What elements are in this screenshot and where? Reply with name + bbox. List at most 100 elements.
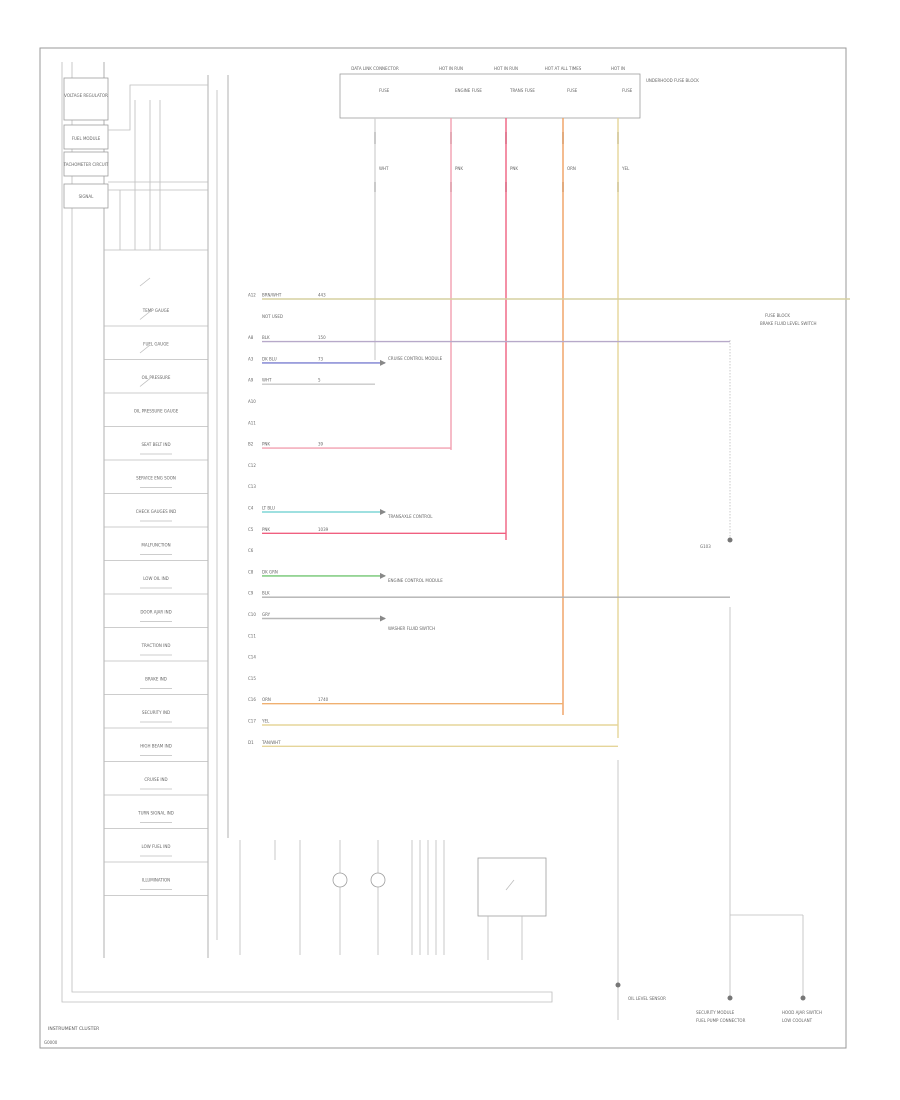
fuse-wire-color-4: YEL (621, 166, 630, 171)
wire-arrow-13 (380, 572, 386, 579)
fuse-header-1: HOT IN RUN (439, 66, 463, 71)
wire-pin-3: A3 (248, 356, 254, 361)
cluster-box-4 (63, 183, 109, 209)
cluster-row-label-0: TEMP GAUGE (142, 308, 170, 313)
ground-point-upper (727, 537, 733, 543)
cluster-box-3 (63, 151, 109, 177)
cluster-boxes: VOLTAGE REGULATOR FUEL MODULE TACHOMETER… (63, 77, 109, 209)
cluster-row-label-17: ILLUMINATION (142, 878, 170, 883)
cluster-box-2-label: FUEL MODULE (72, 136, 101, 141)
wire-color-4: WHT (262, 378, 272, 383)
wire-color-13: DK GRN (262, 569, 278, 574)
wire-pin-18: C15 (248, 676, 256, 681)
splice-right (727, 995, 733, 1001)
dest-fuel-pump: FUEL PUMP CONNECTOR (696, 1018, 746, 1023)
chime-switch-glyph (505, 879, 515, 891)
wire-pin-17: C14 (248, 655, 256, 660)
dest-washer: WASHER FLUID SWITCH (388, 626, 435, 631)
wire-color-1: NOT USED (262, 314, 283, 319)
wire-pin-9: C13 (248, 484, 256, 489)
cluster-row-label-8: LOW OIL IND (143, 576, 169, 581)
cluster-row-label-13: HIGH BEAM IND (140, 744, 172, 749)
wire-circuit-7: 39 (318, 442, 324, 447)
fuse-wire-color-3: ORN (567, 166, 576, 171)
cluster-box-2 (63, 124, 109, 150)
wire-color-2: BLK (262, 335, 270, 340)
fuse-wire-color-2: PNK (510, 166, 518, 171)
fuse-pin-3: FUSE (567, 88, 578, 93)
wire-color-10: LT BLU (262, 506, 275, 511)
fuse-header-2: HOT IN RUN (494, 66, 518, 71)
dest-ground-top: G103 (700, 544, 711, 549)
cluster-switch-1 (139, 311, 151, 320)
fuse-pin-2: TRANS FUSE (509, 88, 535, 93)
cluster-bottom-components (239, 840, 547, 960)
footer-label: INSTRUMENT CLUSTER (48, 1026, 99, 1032)
wire-color-19: ORN (262, 697, 271, 702)
wire-arrow-15 (380, 615, 386, 622)
wire-circuit-3: 73 (318, 356, 324, 361)
wire-pin-20: C17 (248, 719, 256, 724)
wire-pin-16: C11 (248, 633, 256, 638)
wire-pin-13: C8 (248, 569, 254, 574)
fuse-block-side-label: UNDERHOOD FUSE BLOCK (646, 78, 699, 83)
wire-circuit-0: 443 (318, 293, 326, 298)
fuse-header-0: DATA LINK CONNECTOR (351, 66, 399, 71)
bottom-lamp-2 (370, 872, 386, 888)
cluster-outline (61, 62, 553, 1003)
cluster-row-label-7: MALFUNCTION (141, 543, 170, 548)
fuse-wire-color-1: PNK (455, 166, 463, 171)
chime-module-legs (487, 916, 523, 960)
fuse-header-4: HOT IN (611, 66, 625, 71)
cluster-row-label-3: OIL PRESSURE GAUGE (134, 409, 179, 414)
cluster-switch-3 (139, 378, 151, 387)
cluster-row-label-6: CHECK GAUGES IND (136, 509, 176, 514)
dest-oil-sensor: OIL LEVEL SENSOR (628, 996, 666, 1001)
wire-pin-12: C6 (248, 548, 254, 553)
cluster-row-label-10: TRACTION IND (141, 643, 171, 648)
cluster-row-label-14: CRUISE IND (144, 777, 167, 782)
wire-color-21: TAN/WHT (261, 740, 281, 745)
wire-pin-0: A12 (248, 293, 256, 298)
wire-circuit-19: 1740 (318, 697, 329, 702)
cluster-row-label-16: LOW FUEL IND (142, 844, 171, 849)
splice-module (800, 995, 806, 1001)
dest-brake-switch: BRAKE FLUID LEVEL SWITCH (760, 321, 817, 326)
wire-color-7: PNK (262, 442, 270, 447)
wire-color-3: DK BLU (262, 356, 277, 361)
wire-arrow-10 (380, 509, 386, 515)
cluster-rows: TEMP GAUGE FUEL GAUGE OIL PRESSURE OIL PRES… (104, 277, 208, 896)
wire-color-0: BRN/WHT (262, 293, 282, 298)
cluster-box-1 (63, 77, 109, 121)
cluster-switch-0 (139, 277, 151, 287)
wire-pin-11: C5 (248, 527, 254, 532)
cluster-row-label-2: OIL PRESSURE (142, 375, 171, 380)
bottom-lamp-1 (332, 872, 348, 888)
wire-pin-14: C9 (248, 591, 254, 596)
wire-pin-10: C4 (248, 506, 254, 511)
wire-arrow-3 (380, 359, 386, 366)
wire-pin-15: C10 (248, 612, 256, 617)
dest-transaxle: TRANSAXLE CONTROL (387, 514, 433, 519)
cluster-box-1-label: VOLTAGE REGULATOR (64, 93, 108, 98)
wire-pin-19: C16 (248, 697, 256, 702)
fuse-block-box (339, 73, 641, 119)
wire-pin-5: A10 (248, 399, 256, 404)
chime-module-box (477, 857, 547, 917)
wire-pin-8: C12 (248, 463, 256, 468)
footer-code: G0000 (44, 1040, 58, 1045)
dest-hood-switch: HOOD AJAR SWITCH (782, 1010, 822, 1015)
fuse-pin-4: FUSE (622, 88, 633, 93)
splice-sensor (615, 982, 621, 988)
cluster-row-label-15: TURN SIGNAL IND (137, 811, 174, 816)
internal-wire-1 (108, 84, 208, 131)
fuse-pin-0: FUSE (379, 88, 390, 93)
dest-cruise-ctrl: CRUISE CONTROL MODULE (388, 356, 443, 361)
dest-engine-ctrl: ENGINE CONTROL MODULE (388, 578, 443, 583)
cluster-row-label-1: FUEL GAUGE (143, 342, 169, 347)
fuse-pin-1: ENGINE FUSE (455, 88, 482, 93)
wire-circuit-2: 150 (318, 335, 326, 340)
